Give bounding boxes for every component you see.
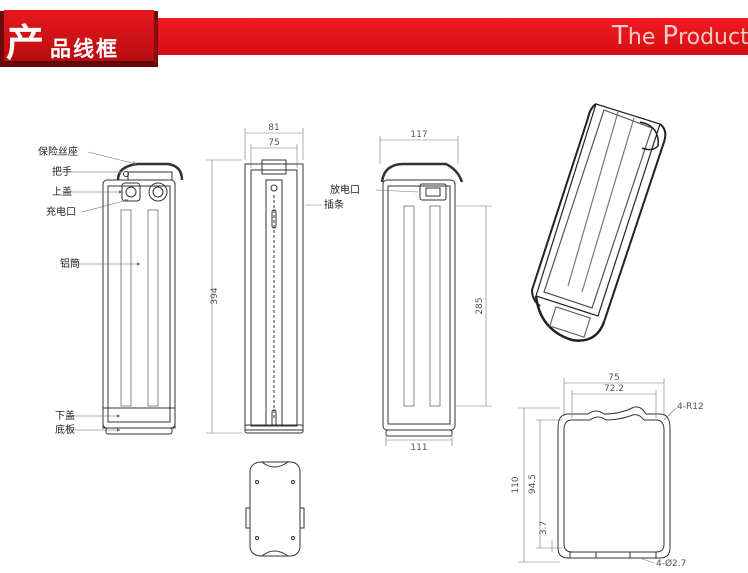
label-insert-strip: 插条 [324,198,344,211]
label-base-plate: 底板 [55,423,75,436]
dim-front-bottom: 111 [410,443,427,453]
dim-section-inner: 72.2 [604,384,624,394]
dim-front-inner-height: 285 [475,297,485,314]
dim-section-height-inner: 94.5 [528,474,538,494]
header-title: 产 品线框 [6,14,119,64]
dim-section-outer: 75 [608,373,619,383]
label-bottom-cover: 下盖 [55,409,75,422]
view-isometric [530,103,667,342]
header-title-small: 品线框 [50,36,120,61]
view-discharge-side [380,162,464,437]
label-discharge-port: 放电口 [330,183,360,196]
dim-section-hole: 4-Ø2.7 [656,558,686,569]
dim-section-height-outer: 110 [511,476,521,493]
view-cross-section [557,406,671,559]
view-labelled-front [102,162,184,435]
view-side [244,159,304,434]
discharge-dimensions [375,136,492,446]
view-bottom [245,461,305,557]
label-charge-port: 充电口 [46,205,76,218]
label-top-cover: 上盖 [52,185,72,198]
dim-section-radius: 4-R12 [677,402,704,412]
dim-side-inner: 75 [268,138,279,148]
header-banner: 产 品线框 The Product s [0,0,748,75]
dim-total-height: 394 [210,287,220,304]
dim-side-outer: 81 [268,123,279,133]
dim-section-small: 3.7 [539,521,549,535]
label-fuse-holder: 保险丝座 [38,145,78,158]
section-dimensions [518,378,677,564]
header-title-big: 产 [6,20,45,65]
dim-front-top: 117 [410,130,427,140]
line-drawing: 保险丝座 把手 上盖 充电口 铝筒 下盖 底板 81 75 394 插条 [38,103,704,569]
label-aluminum-tube: 铝筒 [60,257,80,270]
header-subtitle: The Product s [612,21,748,51]
label-handle: 把手 [52,165,72,178]
side-dimensions [206,128,322,434]
header-background [0,10,748,67]
leader-lines [70,151,141,432]
